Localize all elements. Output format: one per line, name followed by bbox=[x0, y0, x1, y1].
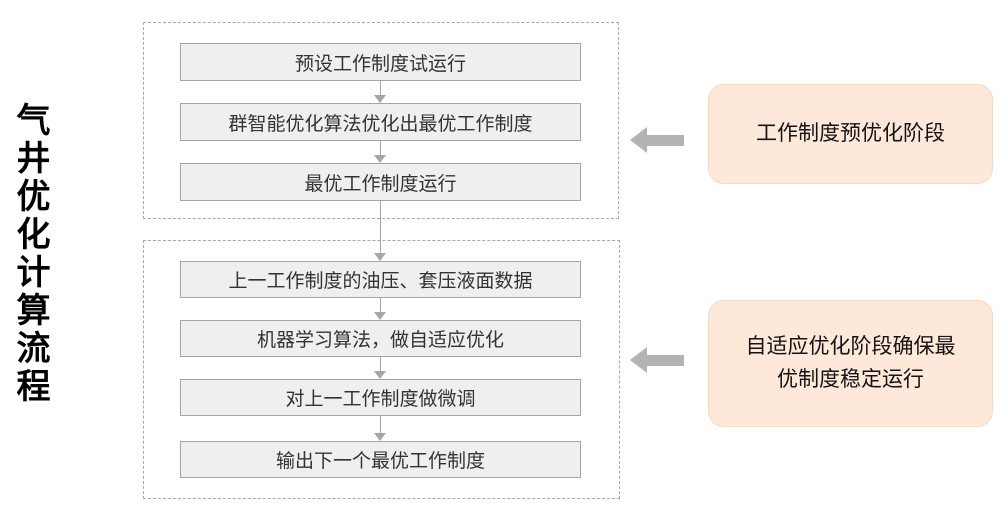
stage2-container bbox=[143, 240, 620, 499]
flow-step-swarm-optimization: 群智能优化算法优化出最优工作制度 bbox=[180, 103, 581, 141]
flow-step-output-next-optimal: 输出下一个最优工作制度 bbox=[180, 441, 581, 478]
down-arrow-icon bbox=[374, 141, 387, 163]
down-arrow-icon bbox=[374, 416, 387, 441]
arrow-head bbox=[630, 347, 647, 373]
down-arrow-icon bbox=[374, 298, 387, 320]
left-block-arrow-icon bbox=[630, 127, 684, 153]
down-arrow-icon bbox=[374, 357, 387, 379]
flow-step-machine-learning: 机器学习算法，做自适应优化 bbox=[180, 320, 581, 357]
left-block-arrow-icon bbox=[630, 347, 684, 373]
arrow-tail bbox=[647, 354, 684, 366]
arrow-head bbox=[630, 127, 647, 153]
flow-step-fine-tune: 对上一工作制度做微调 bbox=[180, 379, 581, 416]
diagram-title: 气井优化计算流程 bbox=[11, 102, 49, 406]
stage2-label: 自适应优化阶段确保最优制度稳定运行 bbox=[708, 300, 993, 427]
down-arrow-icon bbox=[374, 81, 387, 103]
flow-step-previous-pressure-data: 上一工作制度的油压、套压液面数据 bbox=[180, 261, 581, 298]
stage1-container bbox=[143, 22, 619, 219]
down-arrow-connector-between-stages bbox=[374, 201, 387, 261]
arrow-tail bbox=[647, 134, 684, 146]
stage1-label: 工作制度预优化阶段 bbox=[708, 84, 993, 184]
flow-step-optimal-run: 最优工作制度运行 bbox=[180, 163, 581, 201]
flow-step-preset-trial-run: 预设工作制度试运行 bbox=[180, 43, 581, 81]
